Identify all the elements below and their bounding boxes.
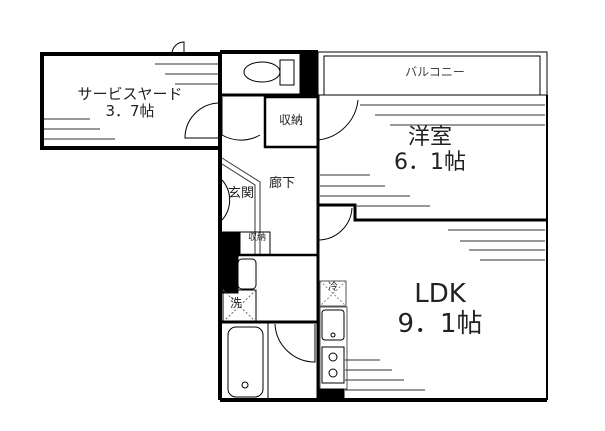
service-yard-size: 3．7帖	[105, 102, 155, 121]
balcony-label: バルコニー	[405, 65, 465, 79]
toilet-fixture	[243, 59, 295, 86]
storage-label-1: 収納	[278, 113, 303, 127]
washer-label: 洗	[229, 296, 242, 310]
outer-walls	[218, 50, 548, 402]
service-yard-name: サービスヤード	[77, 85, 183, 103]
western-room-name: 洋室	[407, 125, 452, 150]
ldk-label: LDK 9．1帖	[370, 279, 510, 340]
service-yard-label: サービスヤード 3．7帖	[60, 85, 200, 121]
fridge-label: 冷	[328, 282, 338, 293]
bathtub	[227, 326, 264, 398]
entrance-label: 玄関	[227, 186, 254, 201]
western-room-size: 6．1帖	[394, 150, 466, 176]
western-room-label: 洋室 6．1帖	[360, 125, 500, 176]
ldk-name: LDK	[414, 279, 466, 309]
balcony-area	[317, 51, 548, 96]
ldk-size: 9．1帖	[397, 308, 483, 339]
storage-label-2: 収納	[247, 233, 266, 243]
hallway-label: 廊下	[268, 176, 295, 191]
